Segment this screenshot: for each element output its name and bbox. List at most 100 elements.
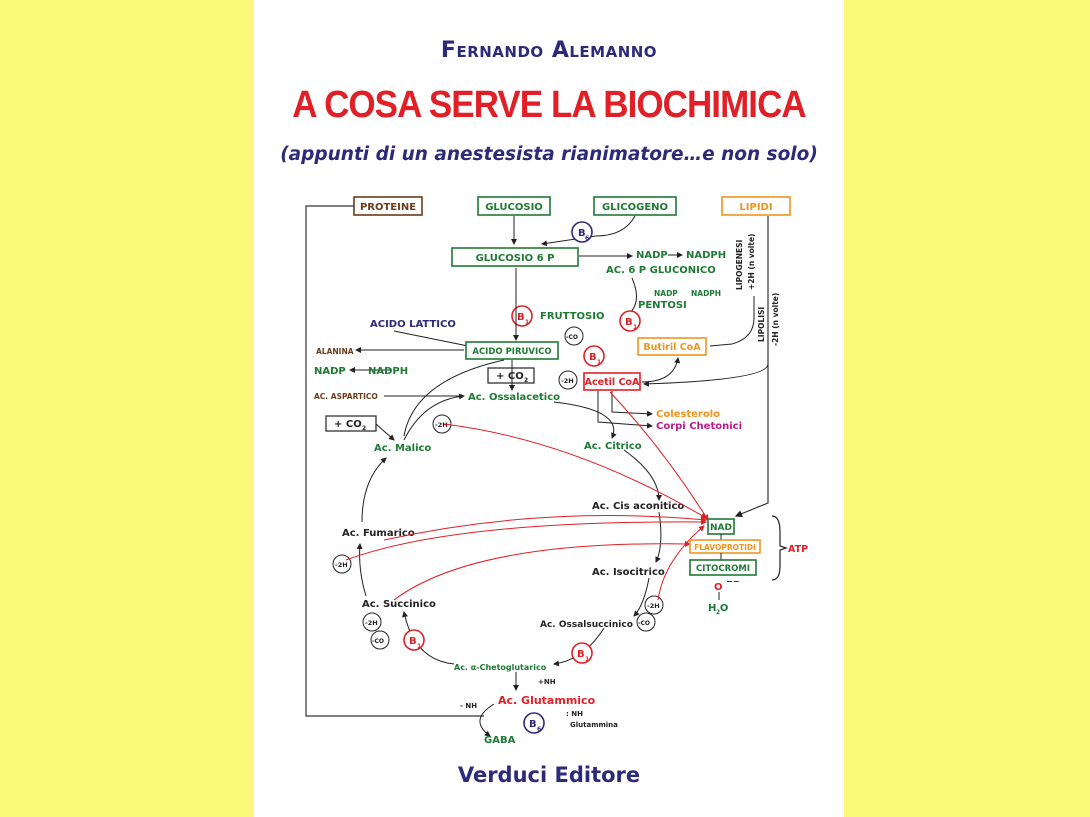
ac-fumarico: Ac. Fumarico <box>342 528 415 539</box>
lipogenesi-label: LIPOGENESI <box>735 239 744 290</box>
glucosio6p-box <box>451 247 579 267</box>
lipolisi-label: LIPOLISI <box>757 307 766 342</box>
flavoprotidi-label: FLAVOPROTIDI <box>694 543 756 552</box>
vitamin-b1-badge <box>511 305 533 327</box>
vitamin-b1-badge <box>403 629 425 651</box>
b1-label: B <box>577 649 585 660</box>
ac-chetoglutarico: Ac. α-Chetoglutarico <box>454 663 547 672</box>
ac-6p-gluconico: AC. 6 P GLUCONICO <box>606 265 716 276</box>
b6-label: B <box>529 719 537 730</box>
vitamin-b1-badge <box>571 642 593 664</box>
oxygen-label: O <box>714 582 723 593</box>
publisher-name: Verduci Editore <box>457 763 641 787</box>
b1-subscript: 1 <box>597 359 601 366</box>
co2-subscript: 2 <box>362 425 366 432</box>
ac-citrico: Ac. Citrico <box>584 441 642 452</box>
minus-co2: -CO <box>372 638 384 645</box>
water-label: H O <box>708 603 728 614</box>
ac-cis-aconitico: Ac. Cis aconitico <box>592 501 684 512</box>
b6-subscript: 6 <box>537 726 541 733</box>
nh2-glutammina: : NH <box>566 710 583 718</box>
acetil-coa-label: Acetil CoA <box>585 377 640 388</box>
glucosio-box <box>477 196 551 216</box>
lipidi-box <box>721 196 791 216</box>
b6-subscript: 6 <box>585 235 589 242</box>
author-name: Fernando Alemanno <box>440 38 658 63</box>
minus-co2: -CO <box>638 620 650 627</box>
butiril-coa-label: Butiril CoA <box>643 342 701 353</box>
nadph-2: NADPH <box>691 289 721 298</box>
ac-isocitrico: Ac. Isocitrico <box>592 567 665 578</box>
ac-ossalsuccinico: Ac. Ossalsuccinico <box>540 620 633 630</box>
flavoprotidi-box <box>689 539 761 554</box>
ac-ossalacetico: Ac. Ossalacetico <box>468 392 560 403</box>
proteine-box <box>353 196 423 216</box>
co2-release-badge <box>564 326 584 346</box>
nadp-2: NADP <box>654 289 678 298</box>
acetil-coa-box <box>583 372 641 391</box>
b1-subscript: 1 <box>585 656 589 663</box>
co2-subscript: 2 <box>524 377 528 384</box>
ac-malico: Ac. Malico <box>374 443 431 454</box>
ac-aspartico: AC. ASPARTICO <box>314 392 378 401</box>
b1-label: B <box>589 352 597 363</box>
co2-box-1 <box>487 367 535 384</box>
glutammina: Glutammina <box>570 721 618 729</box>
minus-2h: -2H <box>365 619 378 627</box>
b1-label: B <box>409 636 417 647</box>
metabolic-pathway-diagram: PROTEINE GLUCOSIO GLICOGENO LIPIDI B 6 G… <box>305 196 808 746</box>
nadph-1: NADPH <box>686 250 726 261</box>
book-title: A COSA SERVE LA BIOCHIMICA <box>292 84 806 126</box>
glucosio6p-label: GLUCOSIO 6 P <box>476 253 555 264</box>
b1-subscript: 1 <box>417 643 421 650</box>
glucosio-label: GLUCOSIO <box>485 202 543 213</box>
colesterolo: Colesterolo <box>656 409 720 420</box>
corpi-chetonici: Corpi Chetonici <box>656 421 742 432</box>
vitamin-b6-badge <box>523 712 545 734</box>
ac-glutammico: Ac. Glutammico <box>498 694 596 707</box>
nh2-minus: - NH <box>460 702 477 710</box>
citocromi-label: CITOCROMI <box>696 564 750 574</box>
b6-label: B <box>578 228 586 239</box>
acido-piruvico-label: ACIDO PIRUVICO <box>472 347 551 357</box>
b1-label: B <box>625 317 633 328</box>
nadph-3: NADPH <box>368 366 408 377</box>
glicogeno-label: GLICOGENO <box>602 202 668 213</box>
butiril-coa-box <box>637 337 707 356</box>
co2-label-1: + CO <box>496 371 524 382</box>
nh2-plus: +NH <box>538 678 556 686</box>
minus-2h: -2H <box>435 421 448 429</box>
co2-release-badge <box>636 612 656 632</box>
dehydrogenation-badge <box>644 595 664 615</box>
atp-bracket <box>771 515 788 581</box>
b1-subscript: 1 <box>633 324 637 331</box>
water-subscript: 2 <box>716 609 720 616</box>
co2-label-2: + CO <box>334 419 362 430</box>
proteine-label: PROTEINE <box>360 202 416 213</box>
minus-co2: -CO <box>566 334 578 341</box>
minus-2h: -2H <box>561 377 574 385</box>
nadp-3: NADP <box>314 366 346 377</box>
nad-label: NAD <box>710 523 732 533</box>
pentosi: PENTOSI <box>638 300 687 311</box>
fruttosio: FRUTTOSIO <box>540 311 604 322</box>
alanina: ALANINA <box>316 347 354 356</box>
co2-box-2 <box>325 415 377 432</box>
lipogenesi-2h: +2H (n volte) <box>747 234 756 290</box>
glicogeno-box <box>593 196 677 216</box>
vitamin-b6-badge <box>571 221 593 243</box>
ac-succinico: Ac. Succinico <box>362 599 436 610</box>
lipidi-label: LIPIDI <box>739 202 772 213</box>
dehydrogenation-badge <box>558 370 578 390</box>
oxygen-charge: −− <box>726 577 739 586</box>
atp-label: ATP <box>788 544 808 555</box>
acido-piruvico-box <box>465 341 559 360</box>
b1-subscript: 1 <box>525 319 529 326</box>
minus-2h: -2H <box>647 602 660 610</box>
gaba: GABA <box>484 735 516 746</box>
citocromi-box <box>689 559 757 576</box>
co2-release-badge <box>370 630 390 650</box>
nadp-1: NADP <box>636 250 668 261</box>
dehydrogenation-badge <box>432 414 452 434</box>
book-subtitle: (appunti di un anestesista rianimatore…e… <box>280 144 818 165</box>
